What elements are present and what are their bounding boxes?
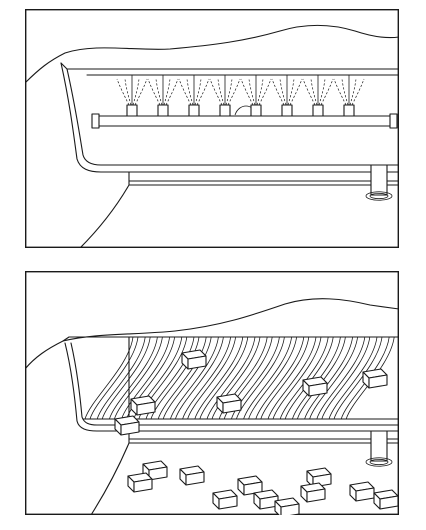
nozzle <box>210 75 240 116</box>
nozzle <box>241 75 271 116</box>
floor-edge <box>91 443 129 515</box>
ice-cube <box>180 466 204 485</box>
hood-outline <box>25 299 399 369</box>
ice-cube <box>374 490 398 509</box>
panel-frame <box>26 10 399 248</box>
hood-rim <box>63 337 399 341</box>
ice-cube <box>115 416 139 435</box>
nozzle <box>272 75 302 116</box>
conveyor-panel <box>25 271 399 515</box>
ice-cube <box>363 369 387 388</box>
conveyor-illustration <box>25 271 399 515</box>
ice-cube <box>301 483 325 502</box>
housing-ledge <box>129 172 399 185</box>
ice-cubes <box>115 350 398 515</box>
hood-outline <box>25 25 399 83</box>
panel-frame <box>26 272 399 515</box>
ice-cube <box>254 490 278 509</box>
ice-cube <box>128 473 152 492</box>
ice-cube <box>217 394 241 413</box>
spray-bar-panel <box>25 9 399 248</box>
nozzle <box>117 75 147 116</box>
support-post <box>366 165 392 200</box>
nozzle <box>334 75 364 116</box>
nozzle <box>148 75 178 116</box>
spray-bar-illustration <box>25 9 399 248</box>
ice-cube <box>350 482 374 501</box>
floor-edge <box>80 185 129 248</box>
ice-cube <box>213 490 237 509</box>
ice-cube <box>303 377 327 396</box>
support-post <box>366 431 392 466</box>
ice-cube <box>131 396 155 415</box>
ice-cube <box>182 350 206 369</box>
ice-cube <box>275 498 299 515</box>
nozzle-row <box>117 75 364 116</box>
nozzle <box>179 75 209 116</box>
nozzle <box>303 75 333 116</box>
housing-ledge <box>129 431 399 443</box>
hood-rim <box>61 63 399 69</box>
